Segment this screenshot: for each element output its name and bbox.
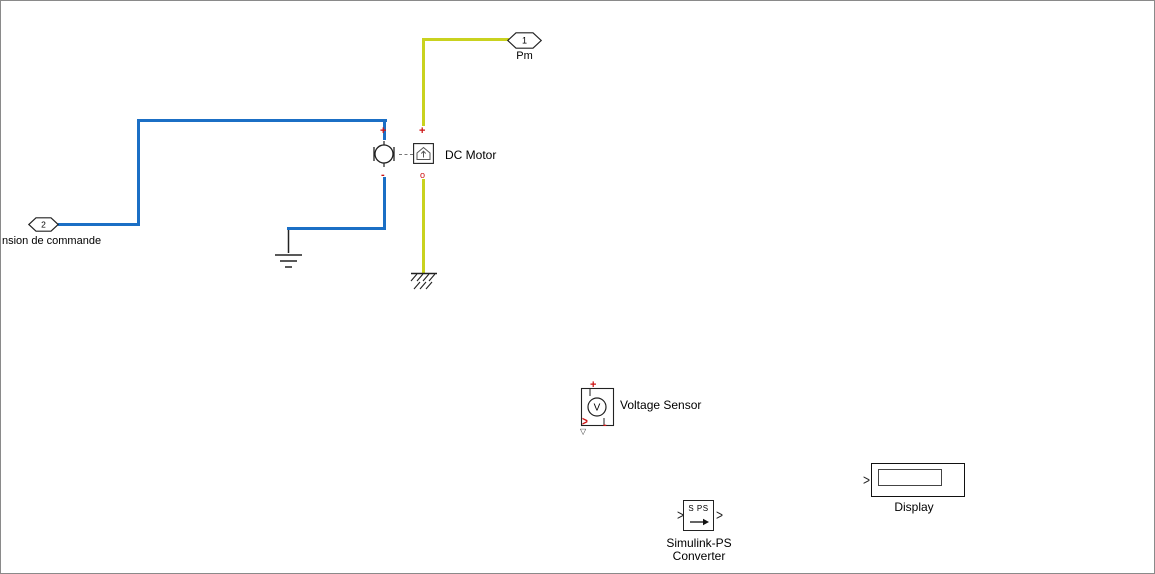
display-value-box [878,469,942,486]
simulink-ps-converter-block[interactable]: > S PS > [675,499,725,535]
converter-arrow-icon [690,518,709,526]
outport-pm-block[interactable]: 1 [506,32,543,49]
display-input-port-chevron[interactable]: > [863,471,871,489]
display-label: Display [894,500,934,514]
outport-pm-label: Pm [516,50,533,62]
display-frame [871,463,965,497]
physical-wire-pm-vertical[interactable] [422,38,425,126]
signal-wire-to-motor-plus[interactable] [383,119,386,140]
signal-wire-from-motor-minus[interactable] [383,177,386,230]
signal-wire-to-ground[interactable] [287,227,386,230]
voltmeter-symbol: V [594,403,601,414]
voltage-sensor-signal-port-chevron[interactable]: > [582,415,588,430]
signal-wire-riser[interactable] [137,119,140,226]
dc-motor-port-circle: o [420,170,426,180]
converter-label-line1: Simulink-PS [666,536,732,550]
physical-wire-mech-ground[interactable] [422,179,425,274]
voltage-sensor-minus: - [603,419,607,431]
voltage-sensor-label: Voltage Sensor [620,398,702,412]
converter-icon-text: S PS [688,504,709,513]
dc-motor-minus-electrical: - [381,169,385,181]
voltmeter-circle-icon: V [580,387,615,427]
inport-command-label: nsion de commande [2,235,102,247]
voltage-sensor-plus: + [590,379,597,391]
outport-number: 1 [522,36,527,46]
signal-wire-inport-horizontal[interactable] [58,223,140,226]
inport-command-block[interactable]: 2 [27,217,60,232]
rotor-housing-icon [413,143,434,164]
dc-motor-armature-icon [373,141,395,167]
dc-motor-plus-electrical: + [380,125,387,137]
electrical-reference-block[interactable] [272,230,305,270]
converter-input-port-chevron[interactable]: > [677,506,685,524]
converter-output-port-chevron[interactable]: > [716,506,724,524]
converter-icon-box: S PS [683,500,714,531]
dc-motor-label: DC Motor [445,148,497,162]
unconnected-port-triangle-icon: ▽ [580,427,587,436]
physical-wire-pm-horizontal[interactable] [422,38,509,41]
converter-label-line2: Converter [672,549,726,563]
display-block[interactable]: > [861,462,967,508]
signal-wire-top-horizontal[interactable] [137,119,387,122]
voltage-sensor-block[interactable]: V + - > ▽ [577,379,619,437]
inport-number: 2 [41,220,46,230]
dc-motor-block[interactable]: + - + o [367,126,441,182]
dc-motor-plus-mechanical: + [419,125,426,137]
mechanical-reference-block[interactable] [409,272,439,292]
dc-motor-dashed-link [399,154,413,155]
